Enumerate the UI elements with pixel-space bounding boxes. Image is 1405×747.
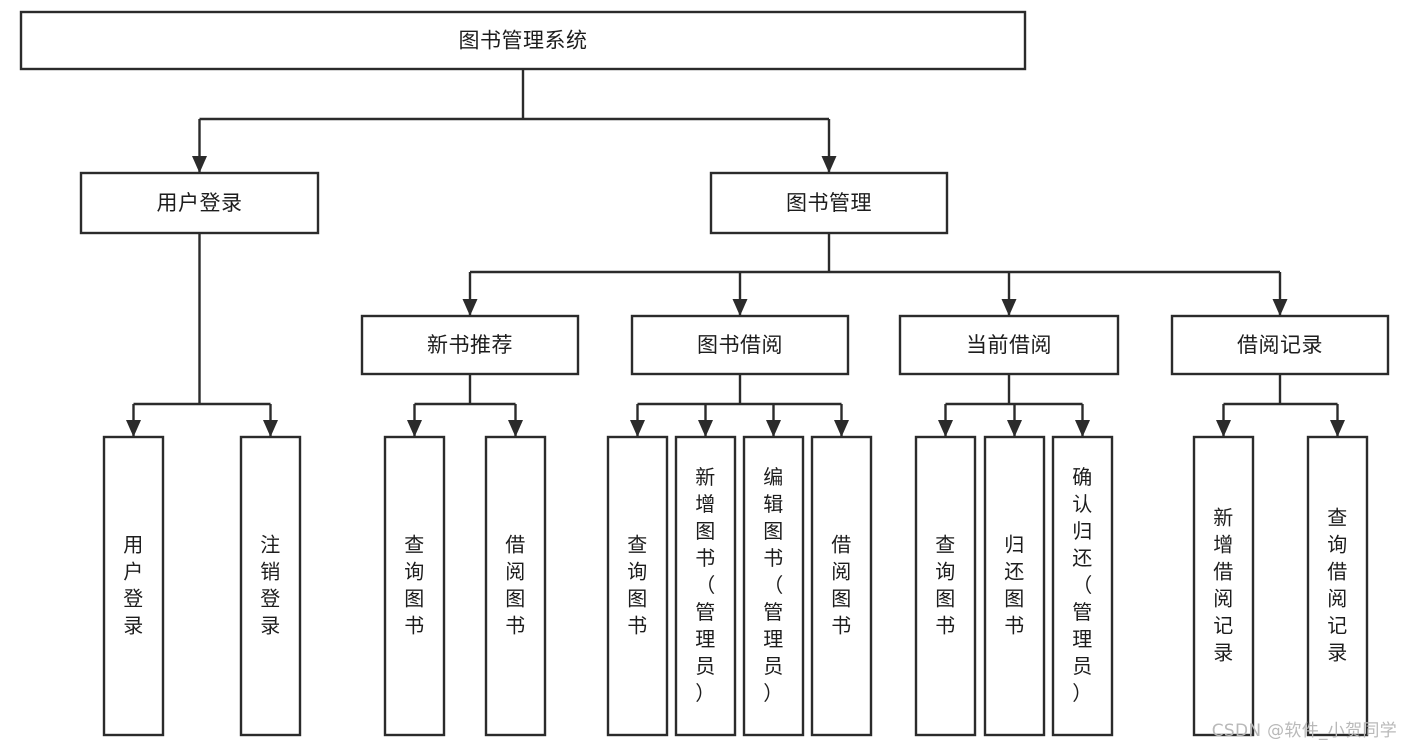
arrow-head-book-borrow	[732, 299, 748, 316]
node-label-leaf-user-login: 用户登录	[123, 532, 144, 637]
node-leaf-query-borrow-record[interactable]: 查询借阅记录	[1306, 435, 1369, 737]
node-label-leaf-query-borrow-record: 查询借阅记录	[1327, 505, 1348, 664]
arrow-head-leaf-confirm-return	[1075, 420, 1090, 437]
node-label-leaf-return-book: 归还图书	[1004, 532, 1025, 637]
node-box-leaf-confirm-return	[1051, 435, 1114, 737]
arrow-head-current-borrow	[1001, 299, 1017, 316]
node-label-leaf-borrow-book: 借阅图书	[831, 532, 852, 637]
arrow-head-leaf-borrow-book	[834, 420, 849, 437]
node-box-leaf-edit-book	[742, 435, 805, 737]
node-leaf-borrow-book-rec[interactable]: 借阅图书	[484, 435, 547, 737]
node-box-leaf-user-login	[102, 435, 165, 737]
node-label-current-borrow: 当前借阅	[966, 333, 1052, 357]
node-leaf-edit-book[interactable]: 编辑图书（管理员）	[742, 435, 805, 737]
node-leaf-user-login[interactable]: 用户登录	[102, 435, 165, 737]
node-label-leaf-confirm-return: 确认归还（管理员）	[1072, 465, 1093, 705]
node-label-leaf-query-book-rec: 查询图书	[404, 532, 425, 637]
node-leaf-add-borrow-record[interactable]: 新增借阅记录	[1192, 435, 1255, 737]
node-leaf-add-book[interactable]: 新增图书（管理员）	[674, 435, 737, 737]
node-leaf-confirm-return[interactable]: 确认归还（管理员）	[1051, 435, 1114, 737]
node-label-borrow-record: 借阅记录	[1237, 333, 1323, 357]
node-label-leaf-edit-book: 编辑图书（管理员）	[763, 465, 784, 705]
node-leaf-logout[interactable]: 注销登录	[239, 435, 302, 737]
arrow-head-borrow-record	[1272, 299, 1288, 316]
arrow-head-leaf-query-book-rec	[407, 420, 422, 437]
node-root[interactable]: 图书管理系统	[19, 10, 1027, 71]
arrow-head-leaf-borrow-book-rec	[508, 420, 523, 437]
node-box-leaf-return-book	[983, 435, 1046, 737]
node-box-current-borrow	[898, 314, 1120, 376]
node-label-new-book-recommend: 新书推荐	[427, 333, 513, 357]
node-book-borrow[interactable]: 图书借阅	[630, 314, 850, 376]
node-label-leaf-add-book: 新增图书（管理员）	[695, 465, 716, 705]
node-box-borrow-record	[1170, 314, 1390, 376]
node-label-leaf-borrow-book-rec: 借阅图书	[505, 532, 526, 637]
node-box-user-login	[79, 171, 320, 235]
arrow-head-leaf-return-book	[1007, 420, 1022, 437]
node-box-leaf-borrow-book-rec	[484, 435, 547, 737]
node-leaf-query-book-current[interactable]: 查询图书	[914, 435, 977, 737]
node-leaf-query-book-rec[interactable]: 查询图书	[383, 435, 446, 737]
node-label-user-login: 用户登录	[157, 191, 243, 215]
node-label-leaf-query-book-current: 查询图书	[935, 532, 956, 637]
node-leaf-query-book-borrow[interactable]: 查询图书	[606, 435, 669, 737]
arrow-head-user-login	[192, 156, 207, 173]
connector-layer	[126, 69, 1345, 437]
arrow-head-leaf-query-book-current	[938, 420, 953, 437]
arrow-head-leaf-add-borrow-record	[1216, 420, 1231, 437]
node-box-root	[19, 10, 1027, 71]
node-leaf-return-book[interactable]: 归还图书	[983, 435, 1046, 737]
node-label-book-borrow: 图书借阅	[697, 333, 783, 357]
arrow-head-leaf-query-book-borrow	[630, 420, 645, 437]
node-label-leaf-logout: 注销登录	[260, 532, 281, 637]
node-label-book-manage: 图书管理	[786, 191, 872, 215]
node-label-root: 图书管理系统	[459, 29, 588, 53]
node-box-leaf-query-borrow-record	[1306, 435, 1369, 737]
node-box-leaf-add-borrow-record	[1192, 435, 1255, 737]
arrow-head-leaf-user-login	[126, 420, 141, 437]
node-label-leaf-add-borrow-record: 新增借阅记录	[1213, 505, 1234, 664]
node-box-leaf-query-book-current	[914, 435, 977, 737]
node-box-leaf-logout	[239, 435, 302, 737]
node-current-borrow[interactable]: 当前借阅	[898, 314, 1120, 376]
node-box-leaf-add-book	[674, 435, 737, 737]
node-book-manage[interactable]: 图书管理	[709, 171, 949, 235]
node-label-leaf-query-book-borrow: 查询图书	[627, 532, 648, 637]
node-box-leaf-query-book-borrow	[606, 435, 669, 737]
arrow-head-book-manage	[821, 156, 837, 173]
node-box-new-book-recommend	[360, 314, 580, 376]
arrow-head-leaf-logout	[263, 420, 278, 437]
node-box-book-borrow	[630, 314, 850, 376]
node-leaf-borrow-book[interactable]: 借阅图书	[810, 435, 873, 737]
node-layer: 图书管理系统用户登录图书管理新书推荐图书借阅当前借阅借阅记录用户登录注销登录查询…	[19, 10, 1390, 737]
node-user-login[interactable]: 用户登录	[79, 171, 320, 235]
node-box-leaf-query-book-rec	[383, 435, 446, 737]
node-new-book-recommend[interactable]: 新书推荐	[360, 314, 580, 376]
node-box-book-manage	[709, 171, 949, 235]
arrow-head-leaf-edit-book	[766, 420, 781, 437]
arrow-head-leaf-query-borrow-record	[1330, 420, 1345, 437]
node-box-leaf-borrow-book	[810, 435, 873, 737]
node-borrow-record[interactable]: 借阅记录	[1170, 314, 1390, 376]
arrow-head-new-book-recommend	[462, 299, 478, 316]
arrow-head-leaf-add-book	[698, 420, 713, 437]
